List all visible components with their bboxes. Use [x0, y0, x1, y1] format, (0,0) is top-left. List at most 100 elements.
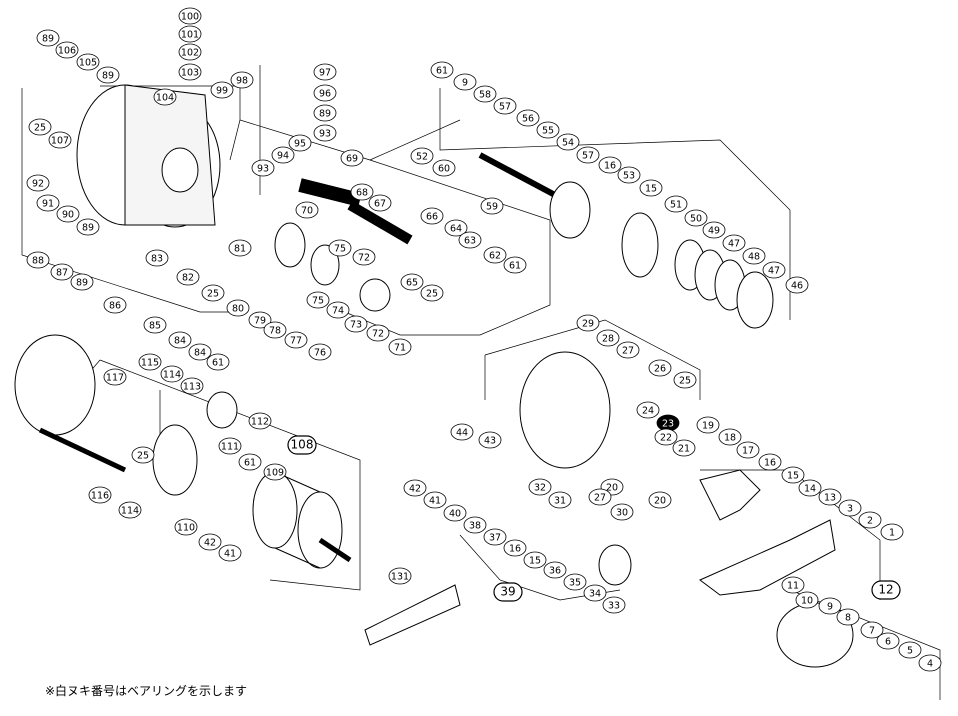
footnote: ※白ヌキ番号はベアリングを示します: [45, 684, 248, 698]
callout-text: 27: [622, 346, 634, 357]
callout-text: 31: [554, 496, 566, 507]
callout-text: 72: [372, 329, 384, 340]
callout-91: 91: [36, 194, 60, 212]
callout-text: 29: [582, 319, 594, 330]
callout-text: 84: [174, 336, 186, 347]
callout-text: 93: [257, 164, 269, 175]
callout-text: 32: [534, 483, 546, 494]
callout-9: 9: [453, 73, 477, 91]
callout-text: 93: [319, 129, 331, 140]
callout-text: 73: [350, 320, 362, 331]
callout-36: 36: [543, 561, 567, 579]
callout-48: 48: [742, 247, 766, 265]
callout-94: 94: [271, 146, 295, 164]
callout-30: 30: [610, 503, 634, 521]
callout-17: 17: [736, 441, 760, 459]
callout-text: 49: [708, 226, 720, 237]
callout-text: 16: [509, 544, 521, 555]
callout-text: 84: [194, 348, 206, 359]
callout-text: 44: [456, 428, 468, 439]
callout-text: 27: [594, 493, 606, 504]
callout-text: 52: [416, 152, 428, 163]
callout-77: 77: [284, 331, 308, 349]
callout-113: 113: [180, 377, 204, 395]
callout-72: 72: [366, 324, 390, 342]
callout-80: 80: [226, 299, 250, 317]
callout-27: 27: [588, 488, 612, 506]
callout-text: 70: [301, 206, 313, 217]
callout-text: 85: [149, 321, 161, 332]
callout-54: 54: [556, 133, 580, 151]
callout-41: 41: [423, 491, 447, 509]
callout-85: 85: [143, 316, 167, 334]
callout-16: 16: [503, 539, 527, 557]
callout-text: 15: [529, 556, 541, 567]
callout-107: 107: [48, 131, 72, 149]
callout-58: 58: [473, 85, 497, 103]
callout-59: 59: [480, 197, 504, 215]
callout-35: 35: [563, 573, 587, 591]
callout-93: 93: [313, 124, 337, 142]
callout-text: 46: [791, 281, 803, 292]
callout-text: 65: [406, 278, 418, 289]
callout-61: 61: [238, 453, 262, 471]
callout-text: 88: [32, 256, 44, 267]
callout-text: 106: [58, 46, 76, 57]
callout-52: 52: [410, 147, 434, 165]
callout-text: 7: [869, 626, 875, 637]
callout-text: 58: [479, 90, 491, 101]
callout-text: 5: [907, 646, 913, 657]
callout-text: 40: [449, 509, 461, 520]
callout-text: 82: [182, 273, 194, 284]
callout-105: 105: [76, 53, 100, 71]
callout-89: 89: [96, 66, 120, 84]
callout-67: 67: [368, 194, 392, 212]
callout-25: 25: [673, 371, 697, 389]
callout-12: 12: [871, 580, 901, 600]
callout-97: 97: [313, 63, 337, 81]
callout-text: 43: [484, 436, 496, 447]
callout-text: 56: [522, 114, 534, 125]
callout-25: 25: [420, 284, 444, 302]
callout-7: 7: [860, 621, 884, 639]
callout-72: 72: [352, 248, 376, 266]
callout-text: 10: [801, 596, 813, 607]
callout-90: 90: [56, 205, 80, 223]
callout-68: 68: [350, 183, 374, 201]
callout-82: 82: [176, 268, 200, 286]
callout-70: 70: [295, 201, 319, 219]
callout-text: 98: [236, 76, 248, 87]
callout-text: 69: [346, 154, 358, 165]
callout-84: 84: [188, 343, 212, 361]
callout-103: 103: [178, 63, 202, 81]
callout-text: 87: [56, 268, 68, 279]
callout-27: 27: [616, 341, 640, 359]
callout-25: 25: [28, 118, 52, 136]
callout-labels: 1001011021031048910610589251079291908988…: [26, 7, 942, 672]
callout-text: 112: [251, 417, 269, 428]
callout-text: 35: [569, 578, 581, 589]
callout-text: 51: [670, 200, 682, 211]
callout-93: 93: [251, 159, 275, 177]
callout-117: 117: [103, 368, 127, 386]
callout-71: 71: [388, 338, 412, 356]
callout-34: 34: [583, 584, 607, 602]
callout-text: 50: [690, 214, 702, 225]
callout-text: 28: [602, 334, 614, 345]
callout-text: 42: [204, 538, 216, 549]
callout-text: 41: [224, 549, 236, 560]
callout-text: 20: [654, 496, 666, 507]
callout-20: 20: [648, 491, 672, 509]
callout-text: 114: [121, 506, 139, 517]
callout-text: 61: [244, 458, 256, 469]
callout-29: 29: [576, 314, 600, 332]
callout-25: 25: [131, 446, 155, 464]
callout-text: 108: [291, 438, 314, 452]
callout-text: 68: [356, 188, 368, 199]
callout-text: 103: [181, 68, 199, 79]
callout-text: 81: [234, 244, 246, 255]
callout-text: 107: [51, 136, 69, 147]
callout-86: 86: [103, 296, 127, 314]
callout-110: 110: [174, 518, 198, 536]
